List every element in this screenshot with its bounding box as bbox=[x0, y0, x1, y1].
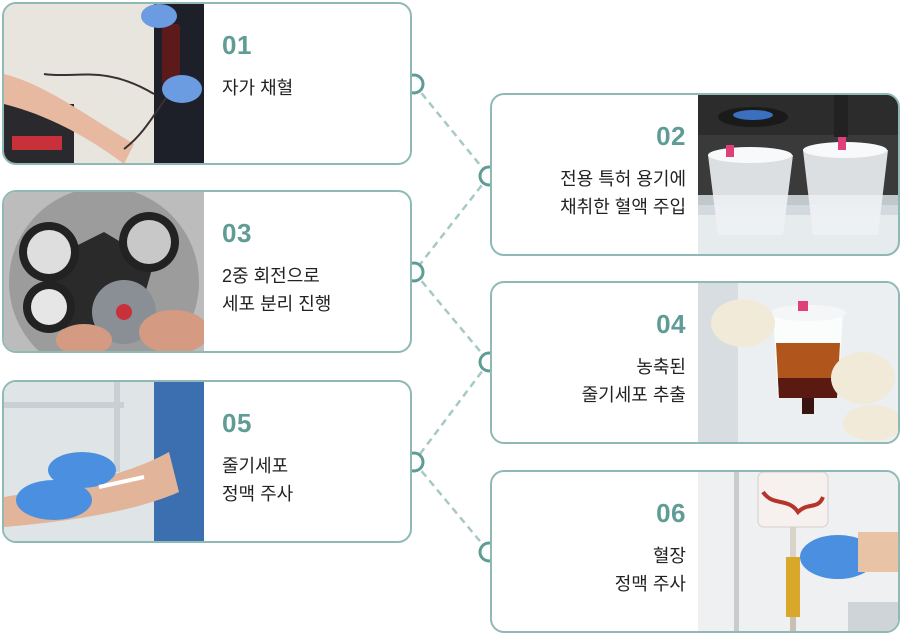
step-label: 자가 채혈 bbox=[222, 78, 294, 98]
step-label: 2중 회전으로 세포 분리 진행 bbox=[222, 266, 332, 314]
step-number: 03 bbox=[222, 218, 252, 248]
step-number: 06 bbox=[656, 498, 686, 528]
step-number: 04 bbox=[656, 309, 686, 339]
step-card-02: 02 전용 특허 용기에 채취한 혈액 주입 bbox=[490, 93, 900, 256]
step-card-01: 01 자가 채혈 bbox=[2, 2, 412, 165]
step-card-06: 06 혈장 정맥 주사 bbox=[490, 470, 900, 633]
step-card-03: 03 2중 회전으로 세포 분리 진행 bbox=[2, 190, 412, 353]
step-card-04: 04 농축된 줄기세포 추출 bbox=[490, 281, 900, 444]
step-label: 농축된 줄기세포 추출 bbox=[581, 357, 686, 405]
connector-04-05 bbox=[413, 361, 490, 463]
step-label: 줄기세포 정맥 주사 bbox=[222, 456, 294, 504]
connector-02-03 bbox=[413, 175, 490, 273]
connector-05-06 bbox=[413, 461, 490, 553]
step-number: 05 bbox=[222, 408, 252, 438]
patent-container-photo bbox=[698, 95, 898, 254]
stem-cell-extraction-photo bbox=[698, 283, 898, 442]
step-number: 01 bbox=[222, 30, 252, 60]
step-card-05: 05 줄기세포 정맥 주사 bbox=[2, 380, 412, 543]
connector-01-02 bbox=[413, 83, 490, 177]
plasma-iv-photo bbox=[698, 472, 898, 631]
blood-draw-photo bbox=[4, 4, 204, 163]
step-number: 02 bbox=[656, 121, 686, 151]
step-label: 전용 특허 용기에 채취한 혈액 주입 bbox=[560, 169, 686, 217]
connector-03-04 bbox=[413, 271, 490, 363]
step-label: 혈장 정맥 주사 bbox=[614, 546, 686, 594]
iv-injection-photo bbox=[4, 382, 204, 541]
centrifuge-photo bbox=[4, 192, 209, 351]
